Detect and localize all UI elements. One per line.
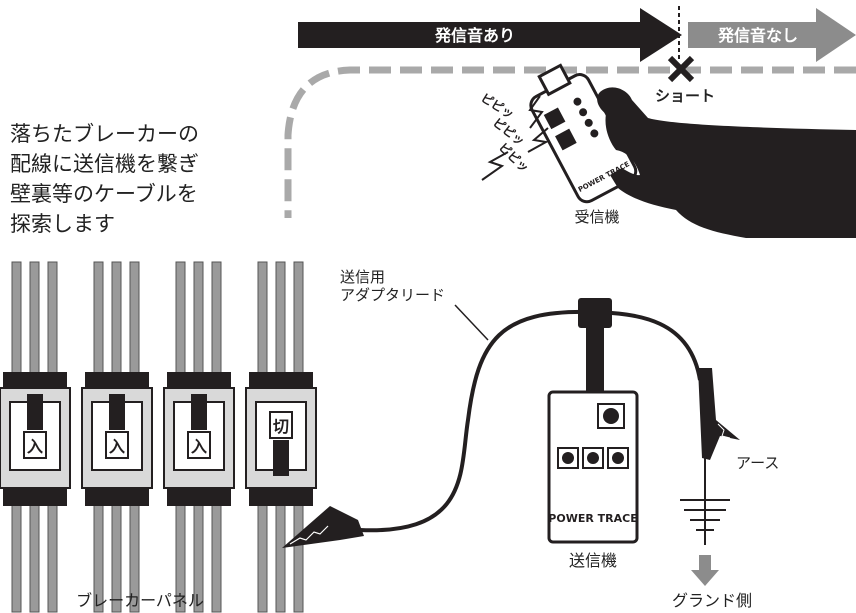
description-line-3: 壁裏等のケーブルを: [10, 182, 198, 206]
breaker-4: 切: [245, 372, 317, 506]
description-text: 落ちたブレーカーの 配線に送信機を繋ぎ 壁裏等のケーブルを 探索します: [10, 122, 199, 236]
breaker-2: 入: [81, 372, 153, 506]
transmitter-label: 送信機: [569, 551, 617, 570]
breaker-1: 入: [0, 372, 71, 506]
lightning-icon: [481, 151, 509, 181]
alligator-clip-breaker: [282, 506, 364, 548]
cable-connector: [578, 298, 612, 392]
signal-on-arrow: 発信音あり: [298, 8, 682, 62]
transmitter-device: POWER TRACE: [547, 390, 639, 544]
panel-label: ブレーカーパネル: [76, 591, 204, 610]
earth-label: アース: [736, 454, 779, 472]
signal-on-label: 発信音あり: [434, 26, 515, 45]
adapter-lead-label-1: 送信用: [340, 268, 385, 286]
fault-label: ショート: [655, 87, 715, 105]
hand-silhouette: [597, 87, 856, 238]
adapter-lead-label-2: アダプタリード: [340, 286, 445, 304]
receiver-device: POWER TRACE: [529, 63, 638, 204]
beep-text-3: ピピッ: [496, 140, 532, 175]
breaker-3-state: 入: [191, 437, 207, 456]
breaker-panel: 入 入 入 切: [0, 261, 317, 613]
breaker-3: 入: [163, 372, 235, 506]
lead-cable: [359, 309, 702, 533]
adapter-lead-pointer: [454, 304, 489, 341]
breaker-2-state: 入: [109, 437, 125, 456]
lightning-icon: [528, 95, 544, 129]
description-line-1: 落ちたブレーカーの: [10, 122, 199, 146]
description-line-4: 探索します: [10, 212, 115, 236]
hidden-cable-dashed: [284, 66, 856, 218]
breaker-1-state: 入: [27, 437, 43, 456]
ground-label: グランド側: [672, 591, 752, 610]
signal-off-arrow: 発信音なし: [688, 8, 856, 62]
ground-symbol-icon: [680, 499, 730, 545]
ground-arrow-icon: [691, 555, 719, 586]
short-x-mark: [667, 55, 695, 83]
earth-clip: [698, 368, 740, 460]
transmitter-device-text: POWER TRACE: [548, 512, 637, 525]
description-line-2: 配線に送信機を繋ぎ: [10, 152, 199, 176]
breaker-4-state: 切: [273, 417, 289, 436]
lightning-icon: [527, 127, 549, 153]
signal-off-label: 発信音なし: [717, 26, 798, 45]
receiver-label: 受信機: [574, 208, 619, 226]
